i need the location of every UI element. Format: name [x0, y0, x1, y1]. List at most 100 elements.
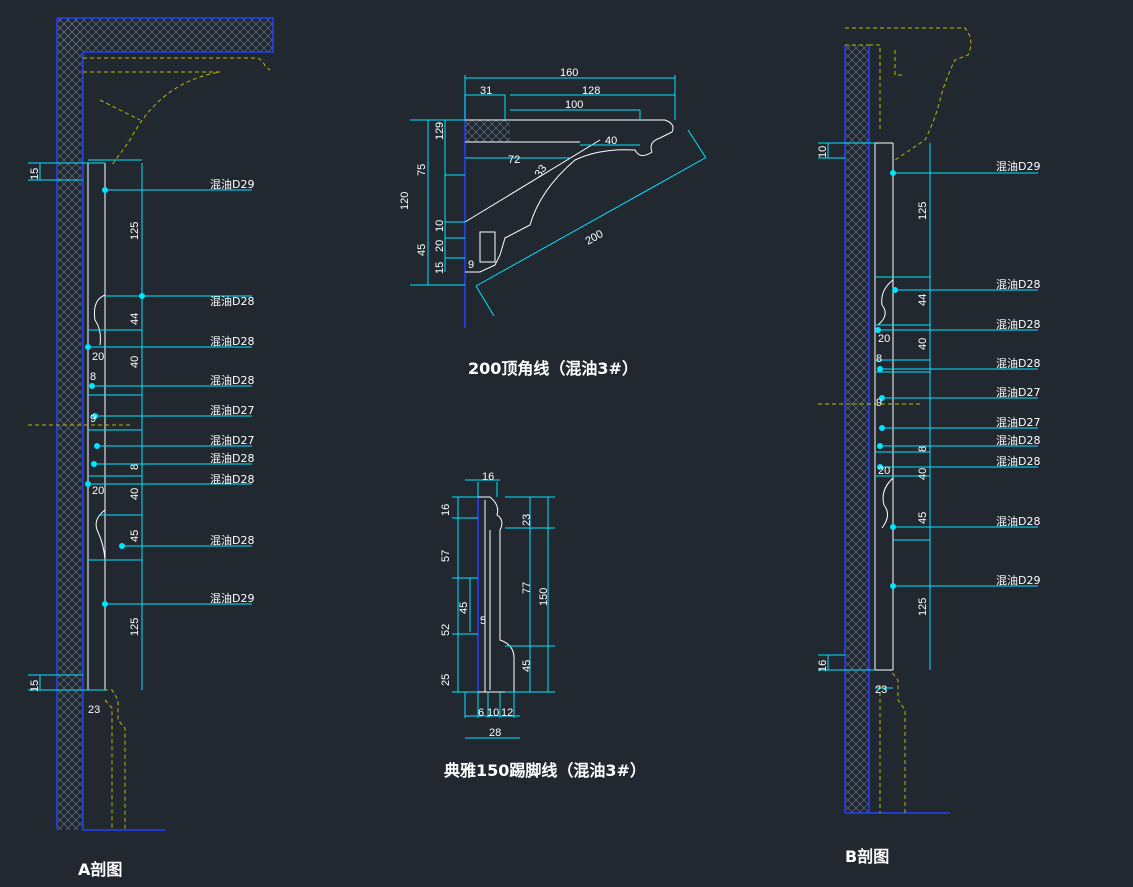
dim-label: 8: [90, 371, 96, 383]
dim-label: 28: [489, 727, 501, 739]
dim-label: 16: [817, 660, 829, 672]
wall-outline-b: [844, 45, 950, 814]
drawing-title-a: A剖图: [78, 860, 122, 879]
dim-label: 77: [521, 582, 533, 594]
callout-label: 混油D28: [996, 433, 1040, 447]
dim-label: 15: [434, 262, 446, 274]
dim-label: 125: [917, 202, 929, 220]
callout-label: 混油D29: [996, 159, 1040, 173]
dim-label: 44: [917, 294, 929, 306]
dim-label: 16: [482, 471, 494, 483]
callout-label: 混油D28: [996, 317, 1040, 331]
dim-label: 125: [917, 598, 929, 616]
dim-label: 8: [917, 446, 929, 452]
dim-label: 20: [878, 333, 890, 345]
molding-profile-a: [94, 294, 106, 561]
dim-label: 8: [129, 464, 141, 470]
callout-label: 混油D27: [210, 433, 254, 447]
dim-label: 20: [434, 240, 446, 252]
wall-outline-a: [56, 17, 274, 831]
leader-dots-b: [875, 170, 898, 589]
leader-dots-a: [85, 187, 145, 607]
dim-label: 12: [434, 128, 446, 140]
dim-label: 72: [508, 154, 520, 166]
dim-label: 150: [538, 588, 550, 606]
callout-label: 混油D28: [996, 277, 1040, 291]
ceiling-hatch-a: [57, 18, 273, 52]
dim-label: 45: [129, 530, 141, 542]
callout-label: 混油D28: [996, 454, 1040, 468]
callout-label: 混油D27: [210, 403, 254, 417]
dim-label: 125: [129, 618, 141, 636]
skirting-dim-lines: [452, 479, 555, 739]
callout-label: 混油D28: [210, 373, 254, 387]
dim-label: 9: [468, 259, 474, 271]
drawing-title-crown: 200顶角线（混油3#）: [468, 359, 638, 378]
dim-label: 10: [434, 220, 446, 232]
callout-label: 混油D29: [210, 177, 254, 191]
callout-label: 混油D28: [210, 334, 254, 348]
callout-label: 混油D27: [996, 385, 1040, 399]
callout-label: 混油D28: [210, 451, 254, 465]
dim-label: 6: [478, 707, 484, 719]
wall-hatch-a: [57, 18, 83, 830]
dim-label: 160: [560, 67, 578, 79]
dim-label: 9: [90, 413, 96, 425]
dim-label: 25: [440, 674, 452, 686]
crown-molding-detail: 160 31 128 100 12 9 40 72 75 120 200 10 …: [399, 67, 707, 378]
crown-dim-lines: [410, 75, 707, 317]
dim-label: 45: [521, 660, 533, 672]
dim-label: 8: [876, 353, 882, 365]
crown-hidden-a: [83, 57, 271, 166]
dim-label: 45: [458, 602, 470, 614]
callout-label: 混油D29: [996, 573, 1040, 587]
dim-label: 23: [88, 704, 100, 716]
skirting-profile: [478, 496, 515, 693]
crown-profile: [464, 119, 674, 273]
callout-label: 混油D28: [210, 472, 254, 486]
dim-label: 5: [480, 615, 486, 627]
dim-label: 75: [416, 164, 428, 176]
dim-label: 57: [440, 550, 452, 562]
callout-label: 混油D28: [996, 356, 1040, 370]
dim-label: 40: [605, 135, 617, 147]
dim-label: 9: [434, 122, 446, 128]
dim-label: 40: [917, 338, 929, 350]
callout-label: 混油D27: [996, 415, 1040, 429]
callout-label: 混油D28: [210, 533, 254, 547]
dim-label: 128: [582, 85, 600, 97]
callout-label: 混油D29: [210, 591, 254, 605]
dim-label: 44: [129, 313, 141, 325]
wall-hatch-b: [845, 45, 869, 813]
dim-lines-a: [28, 162, 143, 691]
section-b: 混油D29 混油D28 混油D28 混油D28 混油D27 混油D27 混油D2…: [817, 27, 1040, 866]
dim-label: 20: [92, 351, 104, 363]
callout-leaders-b: [875, 172, 1038, 587]
skirting-hidden-a: [28, 424, 130, 830]
dim-label: 120: [399, 192, 411, 210]
dim-label: 20: [92, 485, 104, 497]
dim-lines-b: [818, 142, 931, 689]
crown-hatch: [465, 120, 510, 142]
dim-label: 125: [129, 222, 141, 240]
dim-label: 15: [29, 168, 41, 180]
dim-label: 31: [480, 85, 492, 97]
dim-label: 10: [487, 707, 499, 719]
dim-label: 200: [584, 228, 606, 248]
hidden-lines-b: [818, 27, 972, 813]
drawing-title-skirting: 典雅150踢脚线（混油3#）: [444, 761, 646, 780]
dim-label: 23: [875, 684, 887, 696]
dim-label: 40: [129, 356, 141, 368]
callout-label: 混油D28: [996, 514, 1040, 528]
dim-label: 9: [876, 397, 882, 409]
callout-leaders-a: [88, 159, 252, 605]
panel-outline-a: [87, 162, 106, 691]
dim-label: 12: [501, 707, 513, 719]
dim-label: 45: [416, 244, 428, 256]
dim-label: 16: [440, 504, 452, 516]
callout-label: 混油D28: [210, 294, 254, 308]
dim-label: 23: [521, 514, 533, 526]
dim-label: 10: [817, 146, 829, 158]
dim-label: 20: [878, 465, 890, 477]
dim-label: 52: [440, 624, 452, 636]
